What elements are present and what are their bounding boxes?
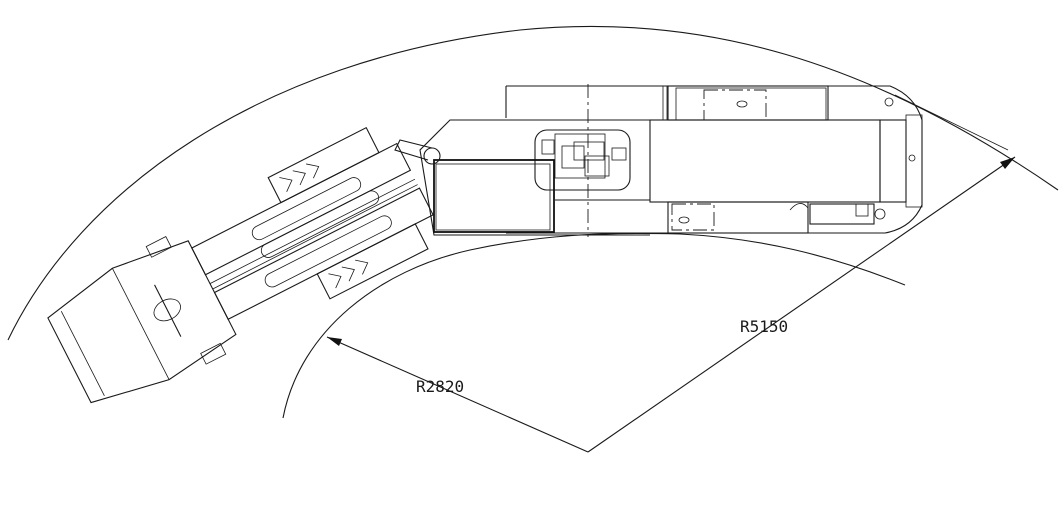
boom-cylinder-3: [264, 215, 392, 288]
pivot-pin: [541, 139, 555, 155]
bucket-tooth-top: [145, 236, 172, 258]
pivot-block: [561, 145, 585, 169]
lift-arm-pivot: [423, 147, 441, 165]
outer-radius-line: [587, 156, 1016, 453]
outer-radius-arrowhead: [1000, 157, 1015, 169]
bottom-tank: [809, 203, 875, 225]
central-beam: [649, 119, 881, 203]
rear-light: [884, 97, 894, 107]
machine-body: [394, 84, 923, 237]
boom-cylinder-2: [260, 190, 380, 258]
tread-lower: [316, 223, 429, 300]
inner-radius-line: [326, 336, 589, 453]
outer-radius-label: R5150: [740, 317, 788, 336]
outer-turning-arc: [7, 25, 1059, 341]
front-frame-outline: [419, 119, 650, 236]
tread-pattern-lower: [328, 259, 369, 289]
bottom-hatch-hole: [678, 216, 690, 224]
boom-assembly: [47, 126, 434, 404]
bottom-hatch: [671, 203, 715, 231]
pivot-block-3: [584, 155, 610, 177]
boom-rail-1: [209, 178, 416, 284]
inner-radius-label: R2820: [416, 377, 464, 396]
boom-rail-2: [212, 184, 418, 290]
top-panel-inner: [675, 87, 827, 121]
inner-radius-arrowhead: [327, 337, 342, 346]
top-engine-panel: [667, 85, 829, 121]
bucket-edge: [60, 310, 105, 396]
top-hatch-hole: [736, 100, 748, 108]
bottom-panel: [667, 201, 809, 234]
pivot-block-2: [573, 141, 605, 161]
bucket-rib-1: [112, 268, 170, 380]
cab-window: [435, 163, 551, 231]
tread-pattern-upper: [279, 163, 320, 192]
bottom-box: [855, 203, 869, 217]
pivot-cylinder: [611, 147, 627, 161]
bottom-hose: [789, 203, 809, 220]
inner-turning-arc: [282, 232, 906, 419]
rear-bumper: [879, 119, 907, 203]
bottom-cap: [874, 208, 886, 220]
top-hatch: [703, 89, 767, 121]
bucket-link: [154, 284, 182, 337]
rear-bumper-plate: [905, 114, 923, 208]
outer-arc-tick: [894, 94, 1009, 151]
tread-upper: [267, 126, 380, 204]
bucket-tooth-bottom: [200, 342, 227, 365]
operator-cab: [433, 159, 555, 233]
rear-pin-a: [908, 154, 916, 162]
boom-cylinder-1: [251, 177, 362, 241]
rear-frame-outline: [506, 85, 923, 234]
